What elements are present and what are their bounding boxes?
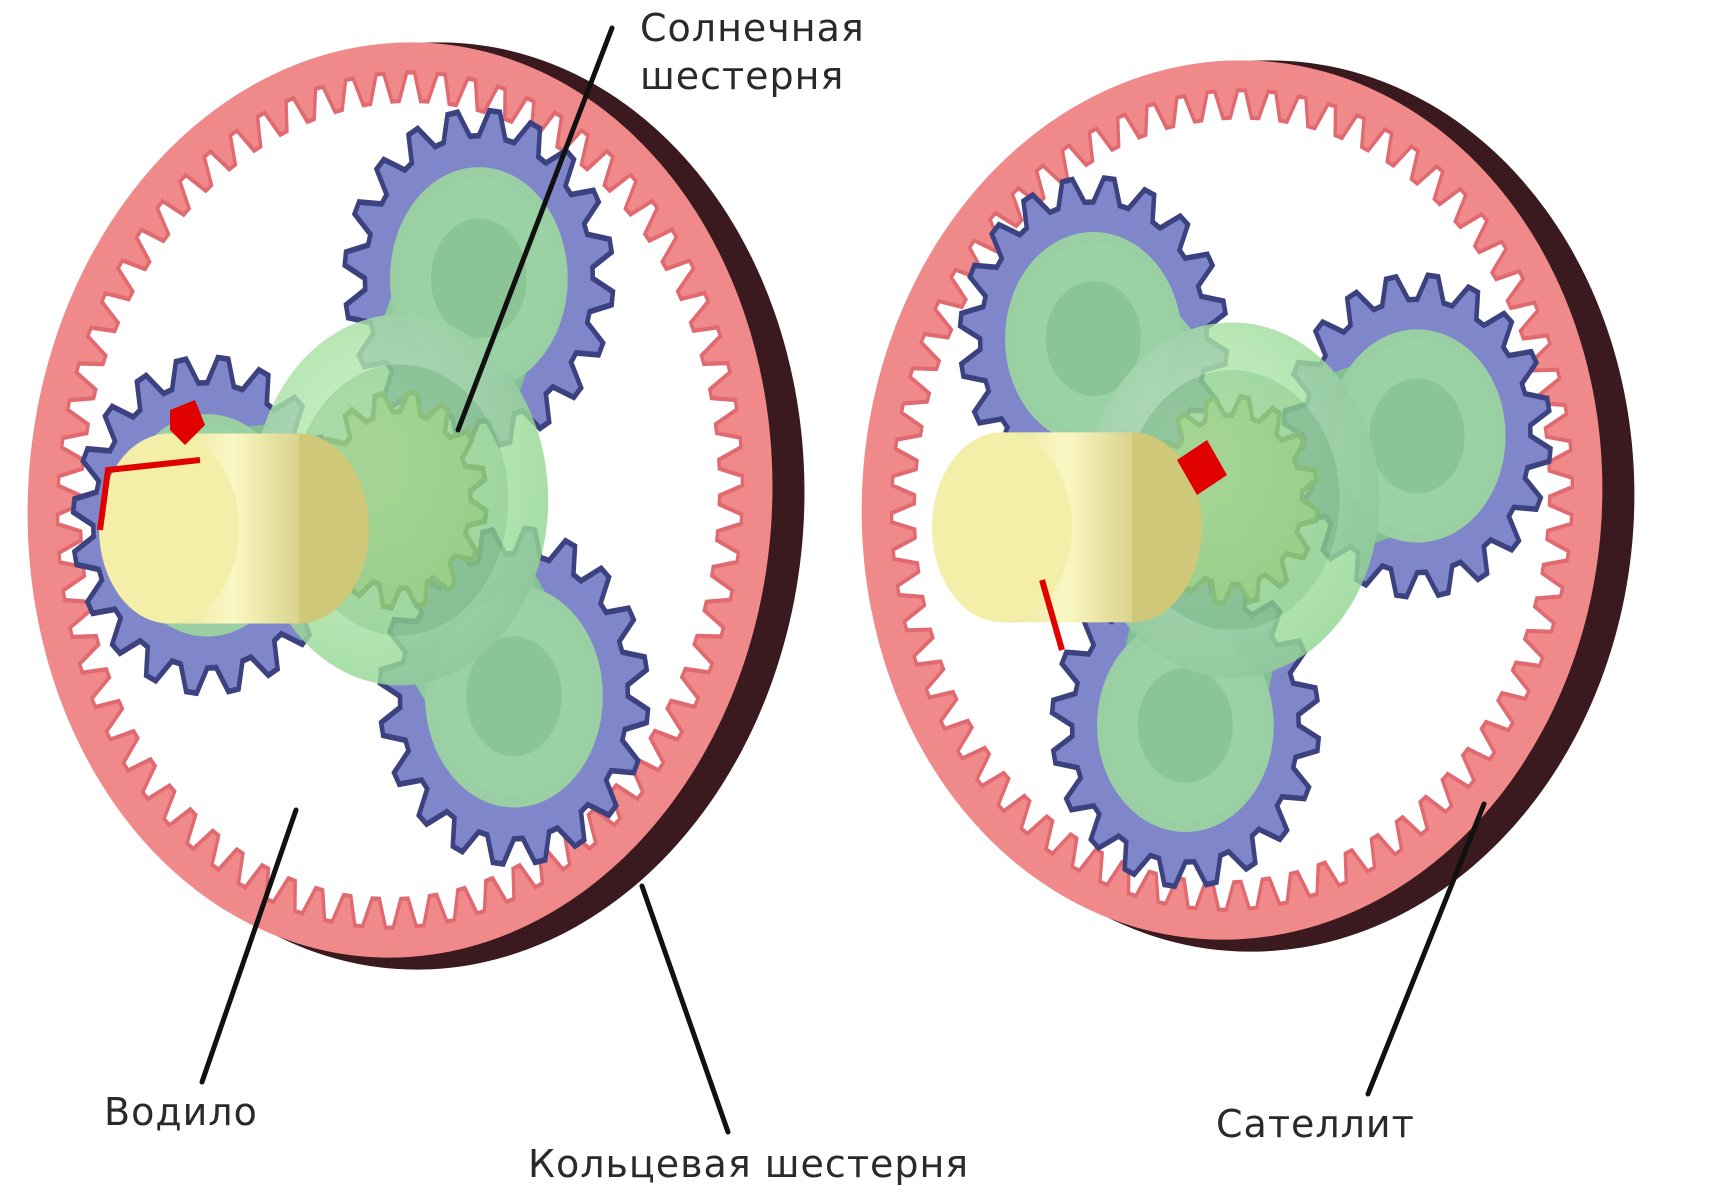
gear-assembly-left — [0, 17, 835, 995]
gear-assembly-right — [832, 35, 1664, 977]
sun-gear-label: Солнечная шестерня — [640, 4, 865, 100]
ring-gear-label: Кольцевая шестерня — [528, 1140, 969, 1188]
ring-gear-leader — [642, 886, 728, 1132]
sun-gear-label-line1: Солнечная — [640, 4, 865, 52]
shaft-face — [932, 432, 1072, 622]
planet-gear-label: Сателлит — [1216, 1100, 1415, 1148]
carrier-label: Водило — [104, 1088, 258, 1136]
sun-gear-label-line2: шестерня — [640, 52, 865, 100]
